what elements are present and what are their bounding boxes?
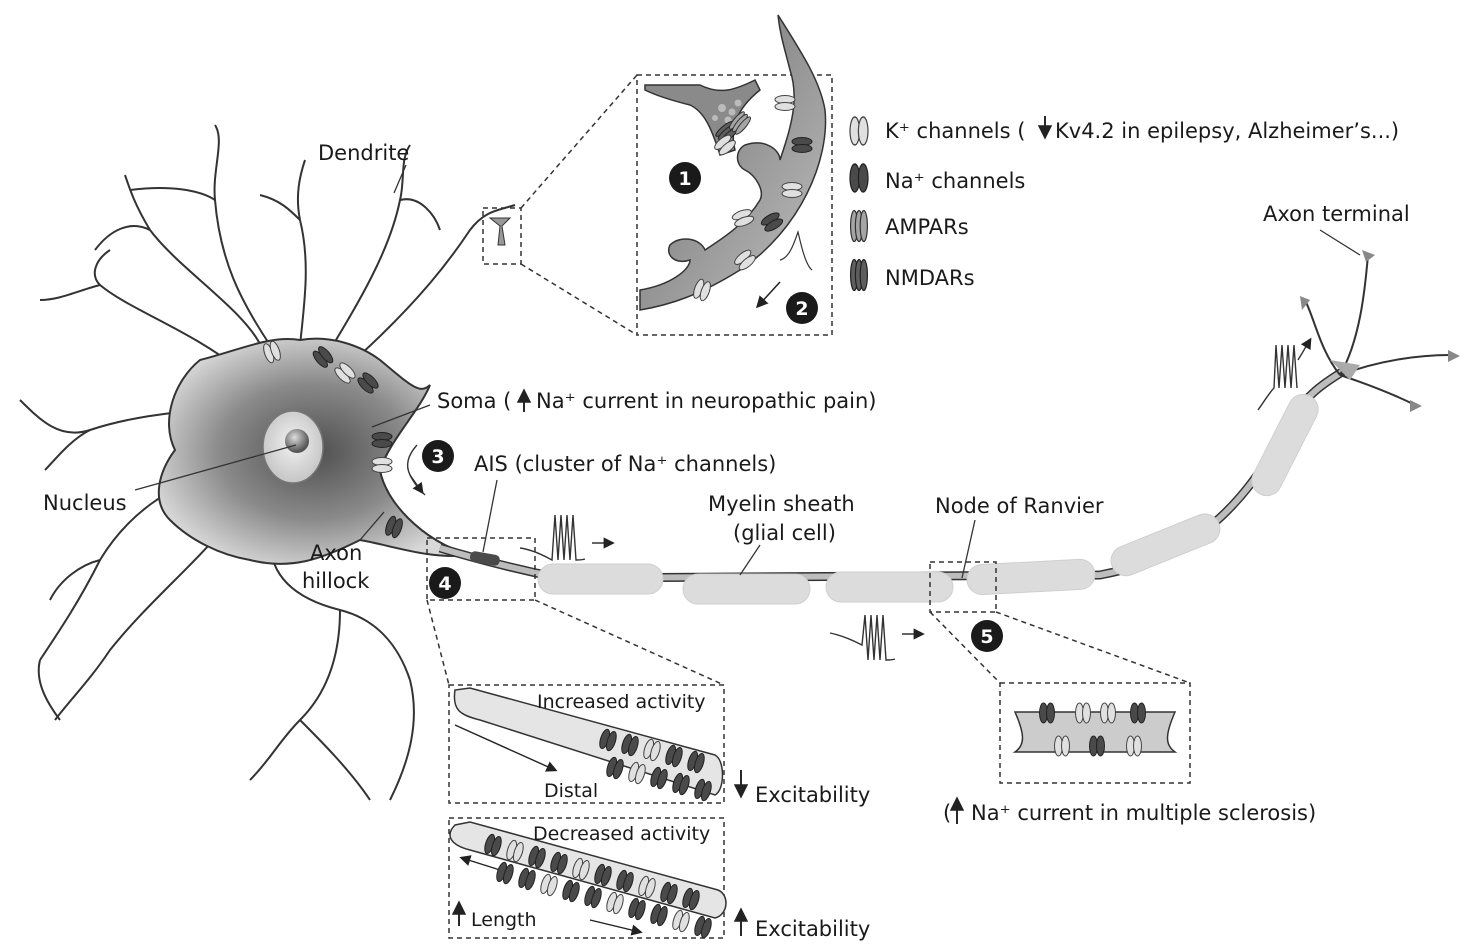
ais-channel — [670, 908, 692, 934]
legend: K⁺ channels ( Kv4.2 in epilepsy, Alzheim… — [849, 116, 1399, 292]
nucleus-label: Nucleus — [43, 491, 127, 515]
dendrite-label: Dendrite — [318, 141, 409, 165]
ms-open-paren: ( — [943, 801, 951, 825]
soma-label-rest: Na⁺ current in neuropathic pain) — [536, 389, 876, 413]
legend-k-label: K⁺ channels ( — [885, 119, 1025, 143]
ampar-icon — [849, 209, 869, 243]
marker-5: 5 — [980, 626, 993, 648]
axon-terminal-label: Axon terminal — [1263, 202, 1410, 226]
labels: Dendrite Nucleus Soma ( Na⁺ current in n… — [43, 141, 1410, 941]
excitability-down-label: Excitability — [755, 783, 870, 807]
leader-lines — [134, 164, 1361, 579]
ms-label: Na⁺ current in multiple sclerosis) — [971, 801, 1316, 825]
ais-channel — [626, 896, 648, 922]
myelin-segments — [537, 393, 1319, 605]
axon-hillock-label-2: hillock — [302, 569, 370, 593]
length-label: Length — [471, 909, 537, 931]
axon-terminal — [1300, 250, 1460, 412]
node-label: Node of Ranvier — [935, 494, 1104, 518]
decreased-activity-label: Decreased activity — [533, 823, 710, 845]
axon-hillock-label-1: Axon — [310, 541, 362, 565]
legend-na-label: Na⁺ channels — [885, 169, 1025, 193]
ais-segment — [469, 551, 500, 566]
distal-label: Distal — [544, 780, 598, 802]
marker-4: 4 — [438, 573, 451, 595]
myelin-label-1: Myelin sheath — [708, 492, 855, 516]
node-zoom — [1012, 702, 1178, 757]
synapse-zoom — [639, 14, 827, 311]
ais-channel — [604, 890, 626, 916]
ais-channel — [692, 914, 714, 940]
legend-k-extra: Kv4.2 in epilepsy, Alzheimer’s...) — [1055, 119, 1399, 143]
markers: 1 2 3 4 5 — [422, 162, 1003, 652]
legend-ampar-label: AMPARs — [885, 215, 969, 239]
nmdar-icon — [849, 258, 869, 292]
zoom-boxes — [426, 74, 1191, 939]
soma-label: Soma ( — [437, 389, 511, 413]
increased-activity-label: Increased activity — [537, 691, 706, 713]
nucleolus — [285, 429, 309, 453]
ais-channel — [538, 872, 560, 898]
na-channel-icon — [849, 163, 869, 193]
ais-channel — [516, 866, 538, 892]
ais-channel — [494, 860, 516, 886]
excitability-up-label: Excitability — [755, 917, 870, 941]
k-channel-icon — [849, 116, 869, 146]
myelin-label-2: (glial cell) — [733, 521, 836, 545]
marker-2: 2 — [795, 298, 808, 320]
ais-label: AIS (cluster of Na⁺ channels) — [474, 452, 776, 476]
legend-nmdar-label: NMDARs — [885, 266, 975, 290]
marker-3: 3 — [431, 446, 444, 468]
ais-channel — [560, 878, 582, 904]
spike-trains — [406, 337, 1312, 661]
ais-channel — [648, 902, 670, 928]
ais-channel — [582, 884, 604, 910]
marker-1: 1 — [678, 168, 691, 190]
